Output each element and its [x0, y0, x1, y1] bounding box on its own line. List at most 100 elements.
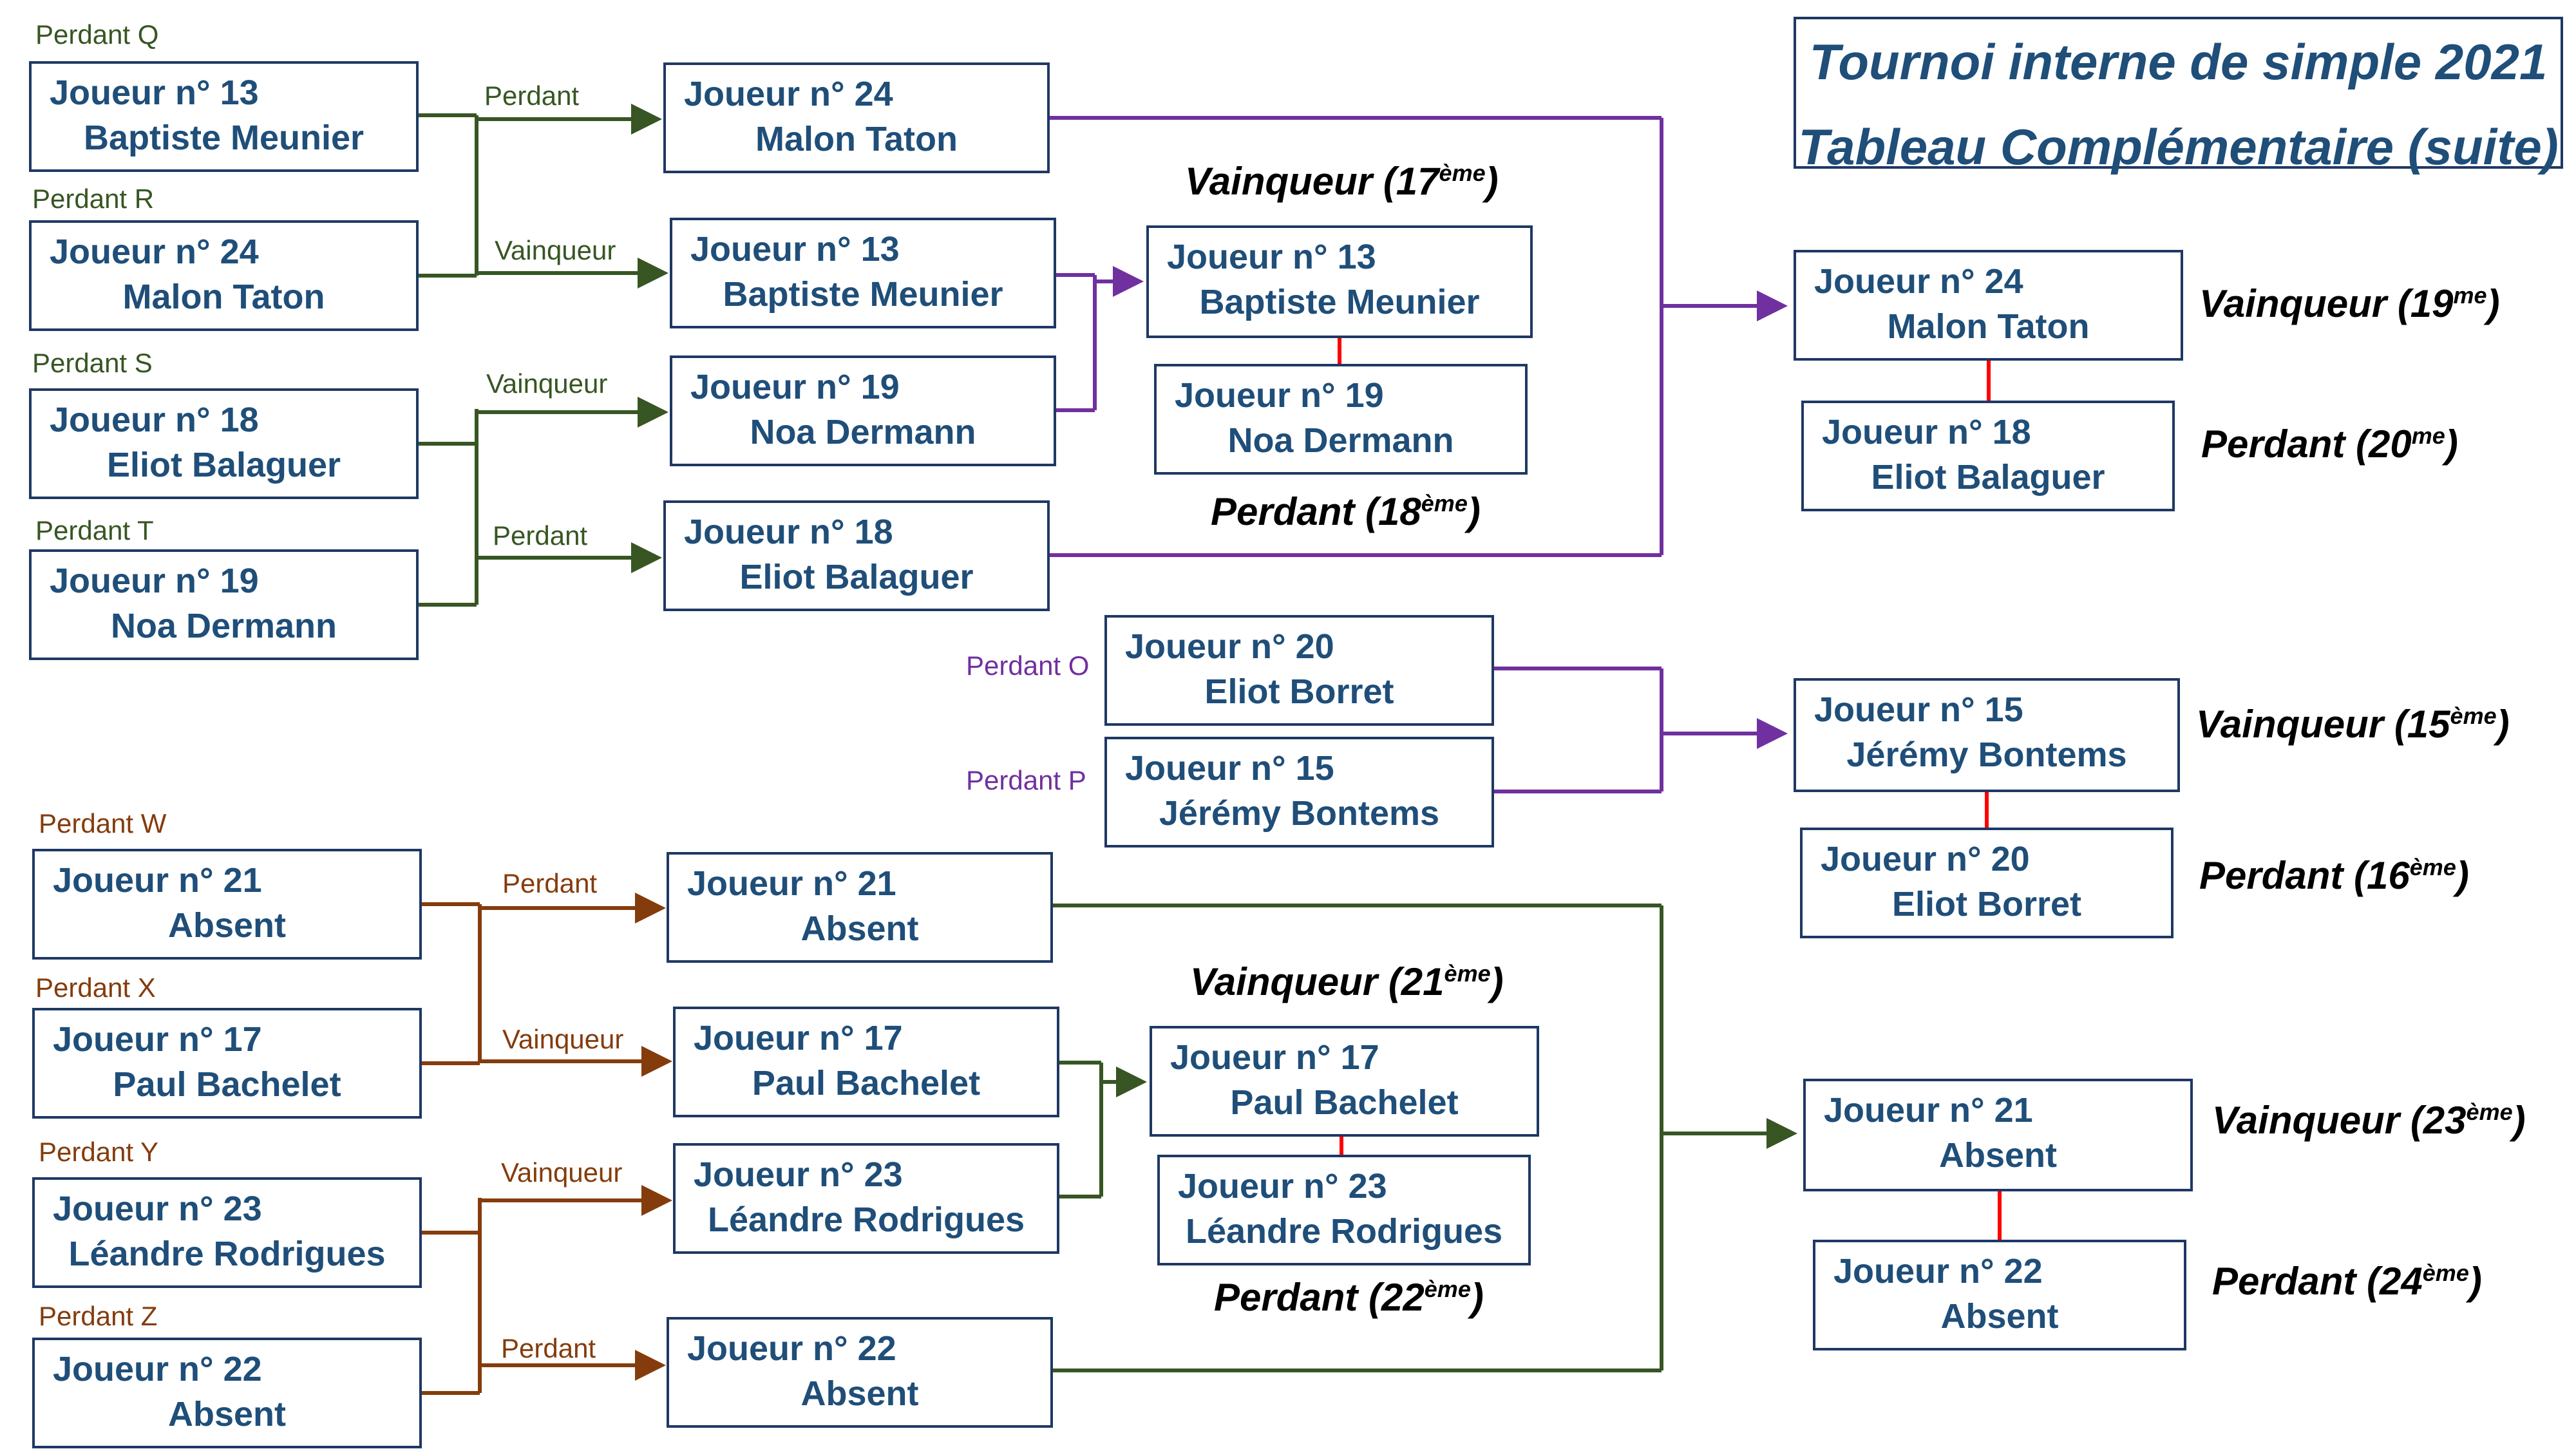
player-number: Joueur n° 18: [1822, 413, 2031, 451]
player-box-t: Joueur n° 19 Noa Dermann: [29, 549, 419, 660]
player-number: Joueur n° 15: [1125, 749, 1334, 788]
player-name: Malon Taton: [755, 120, 958, 158]
player-number: Joueur n° 23: [1178, 1167, 1387, 1206]
player-number: Joueur n° 18: [684, 513, 893, 551]
player-number: Joueur n° 13: [690, 230, 900, 269]
connector-o-p: [1494, 667, 1784, 793]
edge-label-vainqueur: Vainqueur: [502, 1024, 624, 1054]
result-vainqueur-15: Vainqueur (15ème): [2196, 703, 2510, 746]
player-box-st-perdant: Joueur n° 18 Eliot Balaguer: [663, 500, 1050, 611]
player-name: Léandre Rodrigues: [707, 1200, 1025, 1239]
title-line-2: Tableau Complémentaire (suite): [1798, 118, 2559, 175]
player-number: Joueur n° 21: [1824, 1091, 2033, 1130]
player-number: Joueur n° 17: [53, 1020, 262, 1059]
player-name: Absent: [800, 1374, 919, 1413]
player-box-z: Joueur n° 22 Absent: [32, 1338, 422, 1448]
player-name: Eliot Balaguer: [739, 558, 974, 596]
title-line-1: Tournoi interne de simple 2021: [1809, 33, 2548, 90]
player-box-19: Joueur n° 24 Malon Taton: [1794, 250, 2183, 361]
player-number: Joueur n° 13: [1167, 238, 1376, 276]
player-name: Paul Bachelet: [113, 1065, 341, 1104]
player-number: Joueur n° 20: [1821, 840, 2030, 878]
result-vainqueur-17: Vainqueur (17ème): [1185, 160, 1499, 203]
player-name: Absent: [800, 909, 919, 948]
player-box-qr-perdant: Joueur n° 24 Malon Taton: [663, 62, 1050, 173]
group-label-o: Perdant O: [966, 650, 1090, 681]
player-box-wx-vainqueur: Joueur n° 17 Paul Bachelet: [673, 1007, 1059, 1117]
connector-w-x: [422, 904, 662, 1065]
result-vainqueur-23: Vainqueur (23ème): [2212, 1099, 2526, 1142]
player-number: Joueur n° 21: [53, 861, 262, 900]
player-name: Eliot Borret: [1204, 672, 1394, 711]
player-box-22: Joueur n° 23 Léandre Rodrigues: [1157, 1155, 1531, 1265]
player-name: Noa Dermann: [750, 413, 976, 451]
result-perdant-24: Perdant (24ème): [2212, 1260, 2482, 1303]
player-number: Joueur n° 18: [50, 401, 259, 439]
group-label-r: Perdant R: [32, 184, 155, 214]
player-number: Joueur n° 20: [1125, 627, 1334, 666]
player-number: Joueur n° 19: [690, 368, 900, 406]
edge-label-vainqueur: Vainqueur: [495, 235, 616, 265]
player-box-p: Joueur n° 15 Jérémy Bontems: [1104, 737, 1494, 848]
edge-label-vainqueur: Vainqueur: [501, 1157, 623, 1188]
group-label-p: Perdant P: [966, 765, 1086, 795]
player-number: Joueur n° 24: [684, 75, 893, 113]
connector-f19: [1050, 116, 1784, 557]
player-number: Joueur n° 17: [1170, 1038, 1379, 1077]
player-number: Joueur n° 13: [50, 73, 259, 112]
player-number: Joueur n° 21: [687, 864, 896, 903]
player-name: Eliot Balaguer: [106, 446, 341, 484]
player-box-16: Joueur n° 20 Eliot Borret: [1800, 828, 2174, 938]
player-name: Noa Dermann: [110, 607, 337, 645]
group-label-t: Perdant T: [35, 515, 154, 545]
player-box-y: Joueur n° 23 Léandre Rodrigues: [32, 1177, 422, 1288]
connector-q-r: [419, 115, 658, 278]
tournament-title: Tournoi interne de simple 2021 Tableau C…: [1794, 17, 2563, 175]
player-number: Joueur n° 15: [1814, 690, 2023, 729]
edge-label-perdant: Perdant: [501, 1333, 596, 1363]
connector-y-z: [422, 1198, 668, 1395]
player-box-21: Joueur n° 17 Paul Bachelet: [1150, 1026, 1539, 1137]
player-box-yz-perdant: Joueur n° 22 Absent: [667, 1317, 1053, 1428]
player-box-w: Joueur n° 21 Absent: [32, 849, 422, 960]
edge-label-perdant: Perdant: [484, 80, 580, 111]
connector-s-t: [419, 409, 665, 607]
player-number: Joueur n° 22: [687, 1329, 896, 1368]
group-label-y: Perdant Y: [39, 1137, 159, 1167]
player-name: Noa Dermann: [1227, 421, 1454, 460]
player-name: Jérémy Bontems: [1846, 735, 2127, 774]
connector-m17: [1056, 275, 1140, 412]
player-box-17: Joueur n° 13 Baptiste Meunier: [1146, 225, 1533, 338]
player-box-23: Joueur n° 21 Absent: [1803, 1079, 2193, 1191]
player-name: Malon Taton: [122, 278, 325, 316]
player-box-15: Joueur n° 15 Jérémy Bontems: [1794, 678, 2180, 792]
player-box-yz-vainqueur: Joueur n° 23 Léandre Rodrigues: [673, 1143, 1059, 1254]
player-box-st-vainqueur: Joueur n° 19 Noa Dermann: [670, 355, 1056, 466]
player-name: Léandre Rodrigues: [1185, 1212, 1503, 1251]
player-name: Paul Bachelet: [1230, 1083, 1459, 1122]
player-number: Joueur n° 24: [1814, 262, 2023, 301]
connector-f23: [1053, 904, 1794, 1372]
player-number: Joueur n° 19: [50, 562, 259, 600]
player-number: Joueur n° 23: [53, 1189, 262, 1228]
player-box-s: Joueur n° 18 Eliot Balaguer: [29, 388, 419, 499]
player-name: Absent: [1938, 1136, 2057, 1175]
player-box-wx-perdant: Joueur n° 21 Absent: [667, 852, 1053, 963]
result-perdant-20: Perdant (20me): [2201, 422, 2458, 466]
player-name: Malon Taton: [1887, 307, 2090, 346]
result-perdant-16: Perdant (16ème): [2199, 854, 2469, 897]
player-number: Joueur n° 22: [1833, 1252, 2043, 1291]
player-number: Joueur n° 24: [50, 232, 259, 271]
player-name: Baptiste Meunier: [83, 118, 365, 157]
player-name: Absent: [167, 906, 286, 945]
player-name: Baptiste Meunier: [1199, 283, 1480, 321]
player-name: Jérémy Bontems: [1159, 794, 1440, 833]
player-name: Baptiste Meunier: [723, 275, 1003, 314]
player-name: Absent: [1940, 1297, 2059, 1336]
player-box-24: Joueur n° 22 Absent: [1813, 1240, 2186, 1350]
connector-m21: [1059, 1063, 1143, 1198]
player-number: Joueur n° 23: [694, 1155, 903, 1194]
player-number: Joueur n° 19: [1175, 376, 1384, 415]
player-box-o: Joueur n° 20 Eliot Borret: [1104, 615, 1494, 726]
player-name: Eliot Borret: [1891, 885, 2082, 923]
